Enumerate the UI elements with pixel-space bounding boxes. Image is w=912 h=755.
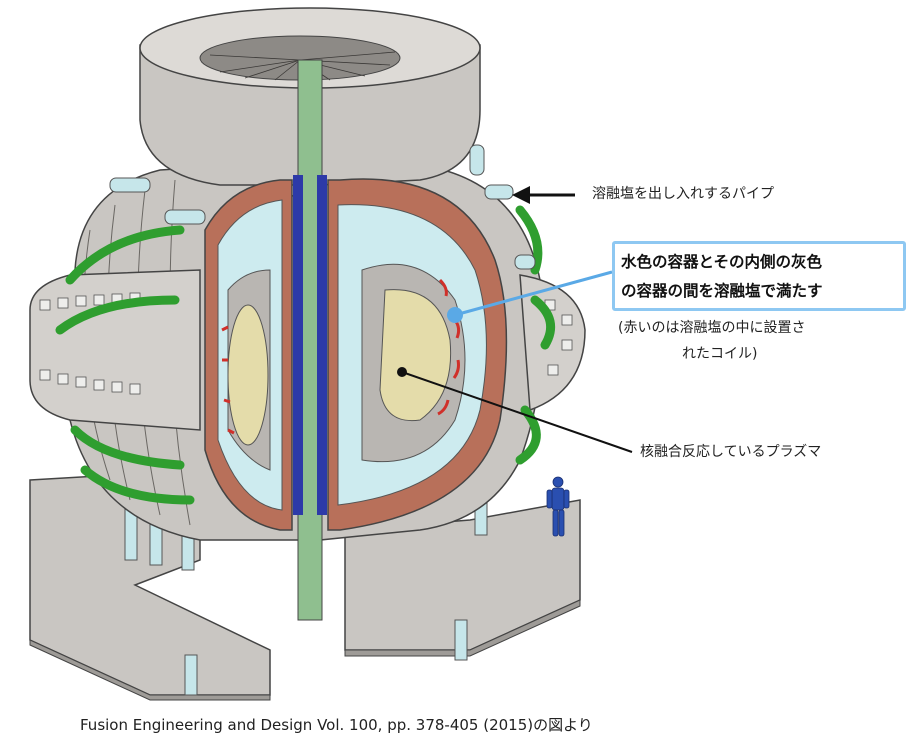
arrow-left-icon bbox=[512, 186, 575, 204]
plasma-leader-line bbox=[397, 367, 633, 453]
coil-note-line-2: れたコイル) bbox=[682, 346, 758, 362]
pipe-label: 溶融塩を出し入れするパイプ bbox=[592, 186, 774, 202]
coil-note-line-1: (赤いのは溶融塩の中に設置さ bbox=[618, 320, 806, 336]
callout-dot-icon bbox=[447, 307, 463, 323]
center-column bbox=[293, 59, 327, 621]
callout-line-1: 水色の容器とその内側の灰色 bbox=[621, 253, 823, 271]
equatorial-ring bbox=[29, 269, 586, 431]
base-platform bbox=[29, 469, 581, 701]
molten-salt-callout: 水色の容器とその内側の灰色 の容器の間を溶融塩で満たす bbox=[612, 241, 906, 311]
right-cross-section bbox=[327, 178, 508, 531]
plasma-label: 核融合反応しているプラズマ bbox=[640, 444, 822, 460]
source-caption: Fusion Engineering and Design Vol. 100, … bbox=[80, 716, 593, 734]
top-cylinder bbox=[139, 7, 481, 186]
salt-pipes bbox=[109, 144, 536, 270]
callout-line-2: の容器の間を溶融塩で満たす bbox=[621, 282, 823, 300]
person-icon bbox=[546, 476, 570, 537]
left-cross-section bbox=[204, 179, 293, 531]
callout-leader-line bbox=[454, 270, 613, 317]
